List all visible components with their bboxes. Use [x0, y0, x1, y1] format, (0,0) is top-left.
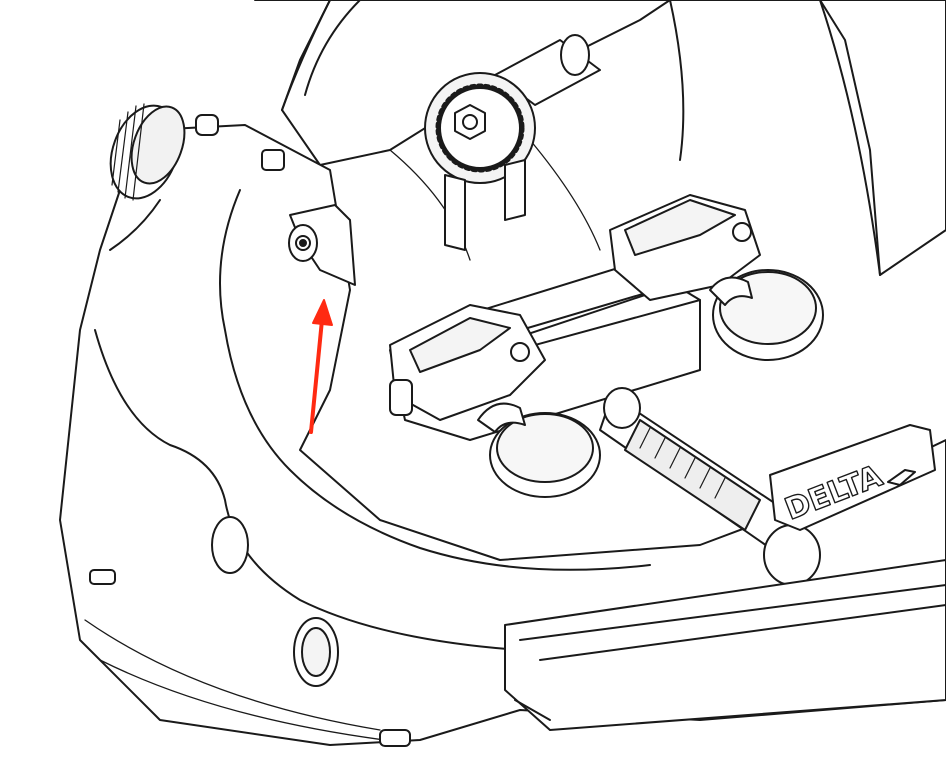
machine-body: [59, 124, 946, 747]
knurled-knob-icon: [109, 103, 285, 201]
cutter-assembly: [424, 34, 601, 251]
handle-icon: [599, 387, 821, 586]
upper-hood: [254, 0, 946, 276]
body-plugs: [211, 516, 339, 687]
arrow-pointer-icon: [309, 299, 333, 434]
key-carriage: [389, 194, 824, 498]
adjustment-bracket: [288, 204, 356, 286]
cutter-wheel-icon: [424, 72, 536, 184]
base-rail: [504, 559, 946, 731]
brand-logo-mark: [887, 469, 916, 486]
brand-plate: [769, 424, 936, 531]
